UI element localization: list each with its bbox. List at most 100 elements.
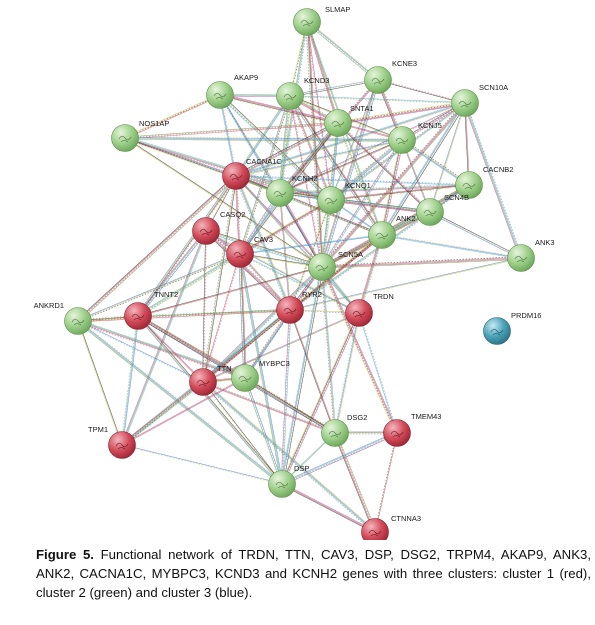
edge-nos1ap-scn5a xyxy=(125,137,323,267)
edge-mybpc3-dsp xyxy=(244,377,283,485)
edge-ank3-scn5a xyxy=(321,257,521,267)
edge-mybpc3-dsg2 xyxy=(244,378,335,434)
edge-nos1ap-snta1 xyxy=(124,122,339,139)
edge-cacna1c-ryr2 xyxy=(236,175,292,310)
node-ankrd1[interactable]: ANKRD1 xyxy=(34,301,92,335)
node-kcnh2[interactable]: KCNH2 xyxy=(266,174,318,207)
edge-tnnt2-tpm1 xyxy=(122,316,140,446)
node-kcnq1[interactable]: KCNQ1 xyxy=(317,181,371,214)
edge-scn10a-kcnq1 xyxy=(330,102,465,200)
node-ank2[interactable]: ANK2 xyxy=(368,214,416,249)
node-tpm1[interactable]: TPM1 xyxy=(88,425,136,459)
node-scn10a[interactable]: SCN10A xyxy=(451,83,509,117)
edge-tnnt2-ryr2 xyxy=(138,310,291,317)
edge-ankrd1-ryr2 xyxy=(78,310,291,323)
node-ryr2[interactable]: RYR2 xyxy=(276,290,322,324)
node-akap9[interactable]: AKAP9 xyxy=(206,73,259,109)
edge-kcnj5-cacna1c xyxy=(236,140,403,178)
edge-casq2-scn5a xyxy=(205,231,322,268)
node-kcne3[interactable]: KCNE3 xyxy=(364,59,418,94)
string-network-diagram: SLMAP KCNE3 AKAP9 KCND3 SCN10A NOS1AP SNTA1KCN… xyxy=(34,5,555,541)
node-cacna1c[interactable]: CACNA1C xyxy=(222,157,283,190)
edge-kcnq1-cacnb2 xyxy=(330,183,469,200)
node-label-mybpc3: MYBPC3 xyxy=(259,359,290,368)
edge-ank3-ryr2 xyxy=(289,257,521,310)
edge-kcnj5-cacna1c xyxy=(235,139,403,177)
node-snta1[interactable]: SNTA1 xyxy=(324,104,374,137)
node-cav3[interactable]: CAV3 xyxy=(226,235,274,268)
edge-cav3-ankrd1 xyxy=(77,253,241,322)
node-mybpc3[interactable]: MYBPC3 xyxy=(231,359,290,392)
edge-mybpc3-tpm1 xyxy=(121,377,245,445)
node-slmap[interactable]: SLMAP xyxy=(293,5,351,36)
node-structure-icon xyxy=(213,92,227,100)
edge-cav3-scn5a xyxy=(240,253,323,267)
edge-tnnt2-ttn xyxy=(138,315,204,382)
node-dsp[interactable]: DSP xyxy=(268,464,310,498)
edge-trdn-dsp xyxy=(282,313,360,485)
edge-casq2-tpm1 xyxy=(120,230,206,445)
edge-slmap-scn5a xyxy=(306,22,322,268)
node-ttn[interactable]: TTN xyxy=(189,364,232,396)
node-dsg2[interactable]: DSG2 xyxy=(321,413,368,447)
edge-ttn-tpm1 xyxy=(122,382,204,446)
node-ctnna3[interactable]: CTNNA3 xyxy=(361,514,422,541)
edge-kcnd3-kcnq1 xyxy=(289,95,332,201)
node-structure-icon xyxy=(324,197,338,205)
edge-scn10a-ank2 xyxy=(382,103,467,236)
node-prdm16[interactable]: PRDM16 xyxy=(483,311,542,345)
node-casq2[interactable]: CASQ2 xyxy=(192,210,246,245)
node-trdn[interactable]: TRDN xyxy=(345,292,394,327)
node-structure-icon xyxy=(238,375,252,383)
edge-snta1-cacna1c xyxy=(235,122,338,176)
node-kcnj5[interactable]: KCNJ5 xyxy=(388,121,442,154)
node-scn4b[interactable]: SCN4B xyxy=(416,193,470,226)
node-ank3[interactable]: ANK3 xyxy=(507,238,555,272)
node-structure-icon xyxy=(196,379,210,387)
node-circle-ctnna3[interactable] xyxy=(361,518,389,541)
edge-dsg2-ctnna3 xyxy=(335,432,376,532)
edge-ryr2-dsp xyxy=(281,309,291,485)
node-structure-icon xyxy=(368,529,382,537)
edge-scn10a-scn5a xyxy=(322,103,467,269)
caption-text: Functional network of TRDN, TTN, CAV3, D… xyxy=(36,547,591,600)
edge-scn5a-dsg2 xyxy=(320,267,335,434)
edge-akap9-snta1 xyxy=(220,93,339,122)
edge-cav3-ttn xyxy=(203,254,241,383)
edge-kcnh2-ryr2 xyxy=(280,192,291,310)
edge-cav3-mybpc3 xyxy=(241,253,247,378)
edge-scn5a-tnnt2 xyxy=(137,266,322,316)
node-scn5a[interactable]: SCN5A xyxy=(308,250,364,281)
node-label-prdm16: PRDM16 xyxy=(511,311,541,320)
edge-cacna1c-ttn xyxy=(202,175,237,383)
edge-kcnh2-scn4b xyxy=(280,192,431,212)
node-structure-icon xyxy=(283,93,297,101)
node-nos1ap[interactable]: NOS1AP xyxy=(111,119,170,152)
edge-cacna1c-scn5a xyxy=(236,175,323,267)
edge-scn10a-ank3 xyxy=(465,102,523,258)
edge-snta1-scn4b xyxy=(338,122,431,212)
edge-ttn-dsg2 xyxy=(202,381,336,434)
edge-tnnt2-tpm1 xyxy=(121,315,139,446)
edge-snta1-ank2 xyxy=(337,123,382,236)
edge-cav3-mybpc3 xyxy=(238,254,244,379)
node-kcnd3[interactable]: KCND3 xyxy=(276,76,330,110)
node-structure-icon xyxy=(71,318,85,326)
node-cacnb2[interactable]: CACNB2 xyxy=(455,165,514,199)
edge-akap9-kcnq1 xyxy=(219,95,331,201)
edge-cacna1c-ankrd1 xyxy=(78,176,237,322)
edge-dsp-tmem43 xyxy=(282,433,398,486)
node-label-ank2: ANK2 xyxy=(396,214,416,223)
node-tmem43[interactable]: TMEM43 xyxy=(383,412,442,447)
node-label-dsp: DSP xyxy=(294,464,309,473)
edge-kcnh2-scn5a xyxy=(278,193,322,268)
edge-kcnd3-cacna1c xyxy=(235,95,290,176)
node-structure-icon xyxy=(514,255,528,263)
edge-trdn-dsp xyxy=(280,312,359,484)
edge-ankrd1-ryr2 xyxy=(77,309,291,322)
edge-scn5a-ttn xyxy=(201,265,322,382)
node-label-tnnt2: TNNT2 xyxy=(154,290,178,299)
edge-mybpc3-dsp xyxy=(243,378,282,485)
edge-kcnd3-scn5a xyxy=(290,95,323,267)
node-tnnt2[interactable]: TNNT2 xyxy=(124,290,179,330)
